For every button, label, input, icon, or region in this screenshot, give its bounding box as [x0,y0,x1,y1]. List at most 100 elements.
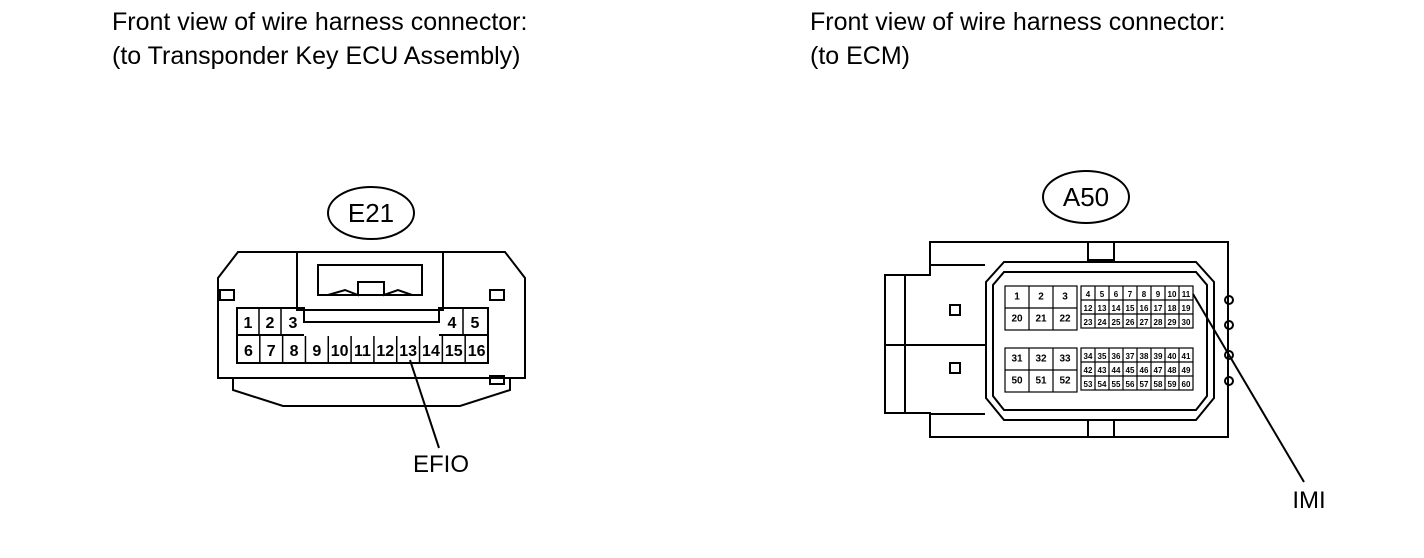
pin-number: 11 [354,343,371,360]
pin-number: 35 [1098,352,1107,361]
pin-number: 42 [1084,366,1093,375]
pin-number: 15 [1126,304,1135,313]
pin-number: 44 [1112,366,1121,375]
e21-id-ellipse [327,186,415,240]
pin-number: 4 [1086,290,1091,299]
pin-number: 49 [1182,366,1191,375]
left-caption: Front view of wire harness connector: (t… [112,5,527,73]
pin-number: 37 [1126,352,1135,361]
pin-number: 10 [1168,290,1177,299]
a50-cavity-outline [985,261,1215,421]
left-caption-line1: Front view of wire harness connector: [112,8,528,36]
pin-number: 48 [1168,366,1177,375]
a50-top-notch [1087,241,1115,261]
e21-right-bottom-tab [489,375,505,385]
efio-label: EFIO [413,451,469,478]
pin-number: 5 [1100,290,1105,299]
pin-number: 6 [1114,290,1119,299]
a50-bottom-notch [1087,419,1115,438]
pin-number: 34 [1084,352,1093,361]
pin-number: 12 [1084,304,1093,313]
pin-number: 16 [1140,304,1149,313]
pin-number: 24 [1098,318,1107,327]
pin-number: 52 [1059,376,1071,387]
pin-number: 55 [1112,380,1121,389]
pin-number: 13 [1098,304,1107,313]
pin-number: 31 [1011,354,1023,365]
pin-number: 51 [1035,376,1047,387]
pin-number: 19 [1182,304,1191,313]
pin-number: 21 [1035,314,1047,325]
pin-number: 33 [1059,354,1071,365]
e21-id-label: E21 [348,198,394,228]
pin-number: 12 [376,343,394,360]
right-caption: Front view of wire harness connector: (t… [810,5,1225,73]
e21-right-tab [489,289,505,301]
pin-number: 20 [1011,314,1023,325]
pin-number: 30 [1182,318,1191,327]
pin-number: 58 [1154,380,1163,389]
pin-number: 10 [331,343,349,360]
pin-number: 47 [1154,366,1163,375]
pin-number: 14 [1112,304,1121,313]
pin-number: 43 [1098,366,1107,375]
pin-number: 2 [266,315,275,332]
pin-number: 25 [1112,318,1121,327]
right-caption-line1: Front view of wire harness connector: [810,8,1226,36]
pin-number: 27 [1140,318,1149,327]
pin-number: 60 [1182,380,1191,389]
a50-cavity-inner [992,271,1208,411]
pin-number: 54 [1098,380,1107,389]
pin-number: 5 [471,315,480,332]
pin-number: 29 [1168,318,1177,327]
a50-id-label: A50 [1063,182,1109,212]
pin-number: 39 [1154,352,1163,361]
pin-number: 6 [244,343,253,360]
a50-latch-left [949,362,961,374]
pin-number: 46 [1140,366,1149,375]
pin-number: 57 [1140,380,1149,389]
e21-cavity-outline [236,307,489,364]
a50-side-pin [1224,350,1234,360]
pin-number: 9 [312,343,321,360]
pin-number: 56 [1126,380,1135,389]
pin-number: 26 [1126,318,1135,327]
pin-number: 45 [1126,366,1135,375]
pin-number: 50 [1011,376,1023,387]
pin-number: 9 [1156,290,1161,299]
pin-number: 4 [448,315,457,332]
pin-number: 7 [267,343,276,360]
pin-number: 17 [1154,304,1163,313]
pin-number: 36 [1112,352,1121,361]
pin-number: 40 [1168,352,1177,361]
pin-number: 16 [468,343,486,360]
e21-lock-inner [317,264,423,296]
a50-pin-grid [1004,285,1194,393]
pin-number: 3 [1062,292,1068,303]
pin-number: 13 [399,343,417,360]
a50-latch-left [949,304,961,316]
pin-number: 14 [422,343,440,360]
left-caption-line2: (to Transponder Key ECU Assembly) [112,42,521,70]
pin-number: 59 [1168,380,1177,389]
pin-number: 11 [1182,290,1191,299]
pin-number: 1 [1014,292,1020,303]
e21-housing-outline [217,251,526,379]
pin-number: 15 [445,343,463,360]
pin-number: 8 [1142,290,1147,299]
e21-lock-latch [327,281,413,297]
pin-number: 23 [1084,318,1093,327]
pin-number: 22 [1059,314,1071,325]
pin-number: 2 [1038,292,1044,303]
e21-housing-bottom [232,378,511,407]
pin-number: 41 [1182,352,1191,361]
a50-id-ellipse [1042,170,1130,224]
e21-left-tab [219,289,235,301]
pin-number: 53 [1084,380,1093,389]
a50-side-pin [1224,295,1234,305]
